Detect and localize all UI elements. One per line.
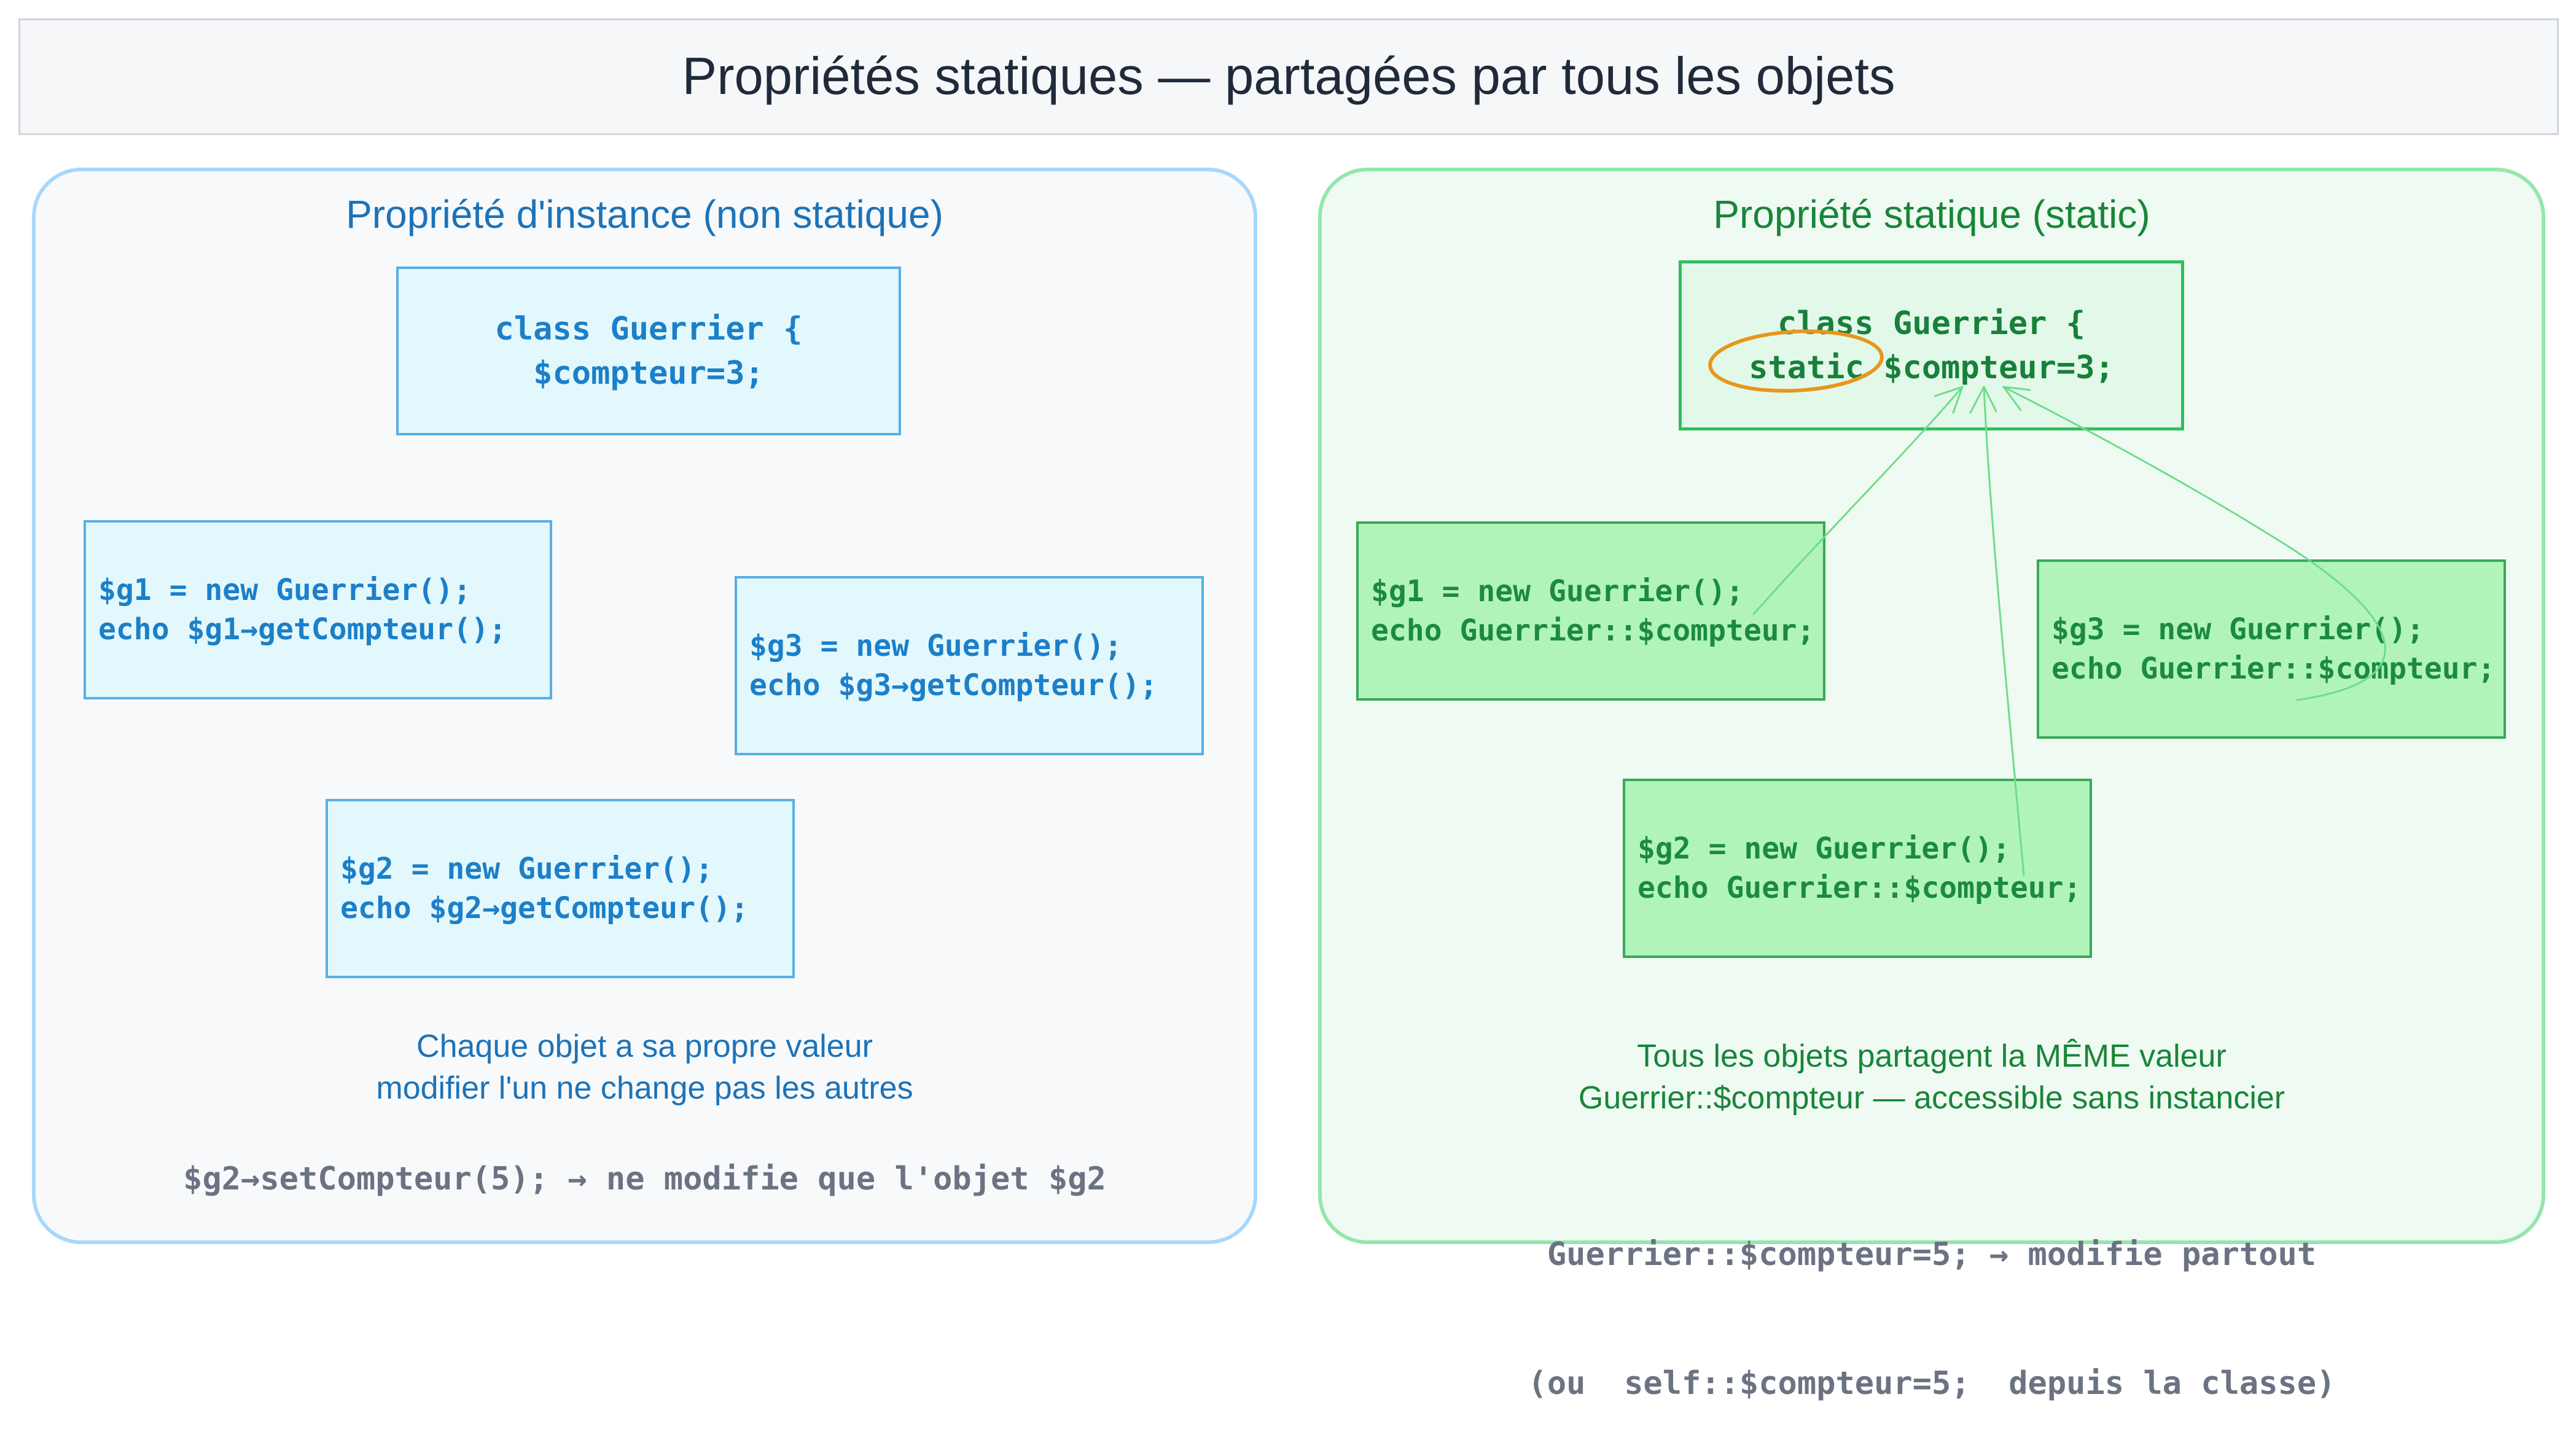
static-class-box: class Guerrier { static $compteur=3; <box>1679 260 2184 430</box>
g3-echo-line: echo $g3→getCompteur(); <box>749 668 1158 703</box>
instance-object-g1: $g1 = new Guerrier(); echo $g1→getCompte… <box>84 520 552 699</box>
static-g2-create-line: $g2 = new Guerrier(); <box>1637 831 2010 866</box>
static-g1-create-line: $g1 = new Guerrier(); <box>1371 574 1744 609</box>
instance-note: Chaque objet a sa propre valeur modifier… <box>32 1026 1257 1109</box>
instance-object-g2: $g2 = new Guerrier(); echo $g2→getCompte… <box>326 799 795 978</box>
arrowhead-g1-b <box>1952 386 1964 414</box>
static-object-g1: $g1 = new Guerrier(); echo Guerrier::$co… <box>1356 521 1825 701</box>
static-panel-heading: Propriété statique (static) <box>1713 192 2150 236</box>
instance-bottom-example: $g2→setCompteur(5); → ne modifie que l'o… <box>183 1161 1106 1197</box>
arrowhead-g2-a <box>1969 386 1985 414</box>
static-g1-echo-line: echo Guerrier::$compteur; <box>1371 613 1815 648</box>
instance-class-box: class Guerrier { $compteur=3; <box>396 267 901 435</box>
arrowhead-g1-a <box>1934 386 1964 397</box>
instance-class-line1: class Guerrier { <box>494 310 803 348</box>
arrow-g3-to-static-property <box>2002 386 2386 701</box>
static-note-line2: Guerrier::$compteur — accessible sans in… <box>1578 1080 2285 1116</box>
static-arrows-overlay <box>1708 329 2386 876</box>
static-g3-create-line: $g3 = new Guerrier(); <box>2051 612 2424 647</box>
instance-class-line2: $compteur=3; <box>533 354 764 392</box>
instance-note-line2: modifier l'un ne change pas les autres <box>376 1070 913 1106</box>
static-class-property: $compteur=3; <box>1864 349 2114 386</box>
arrowhead-g2-b <box>1983 386 1997 413</box>
static-object-g2: $g2 = new Guerrier(); echo Guerrier::$co… <box>1623 779 2092 958</box>
g1-echo-line: echo $g1→getCompteur(); <box>98 612 507 647</box>
static-g3-echo-line: echo Guerrier::$compteur; <box>2051 652 2496 686</box>
static-note: Tous les objets partagent la MÊME valeur… <box>1318 1035 2545 1119</box>
instance-object-g3: $g3 = new Guerrier(); echo $g3→getCompte… <box>735 576 1204 755</box>
static-object-g3: $g3 = new Guerrier(); echo Guerrier::$co… <box>2037 559 2506 739</box>
static-keyword: static <box>1749 349 1864 386</box>
arrow-g2-to-static-property <box>1983 386 2025 876</box>
g2-create-line: $g2 = new Guerrier(); <box>340 852 713 886</box>
g3-create-line: $g3 = new Guerrier(); <box>749 629 1122 663</box>
static-bottom-line2: (ou self::$compteur=5; depuis la classe) <box>1528 1365 2336 1402</box>
static-class-line2: static $compteur=3; <box>1749 346 2114 390</box>
static-g2-echo-line: echo Guerrier::$compteur; <box>1637 871 2082 905</box>
diagram-title: Propriétés statiques — partagées par tou… <box>18 18 2559 135</box>
static-keyword-highlight-circle <box>1708 329 1884 393</box>
instance-note-line1: Chaque objet a sa propre valeur <box>416 1029 873 1064</box>
instance-panel-heading: Propriété d'instance (non statique) <box>346 192 943 236</box>
static-note-line1: Tous les objets partagent la MÊME valeur <box>1637 1038 2227 1074</box>
arrow-g1-to-static-property <box>1752 386 1964 615</box>
arrowhead-g3-b <box>2002 386 2031 391</box>
static-class-line1: class Guerrier { <box>1778 305 2085 342</box>
g1-create-line: $g1 = new Guerrier(); <box>98 573 471 607</box>
g2-echo-line: echo $g2→getCompteur(); <box>340 891 749 925</box>
arrowhead-g3-a <box>2002 386 2022 411</box>
